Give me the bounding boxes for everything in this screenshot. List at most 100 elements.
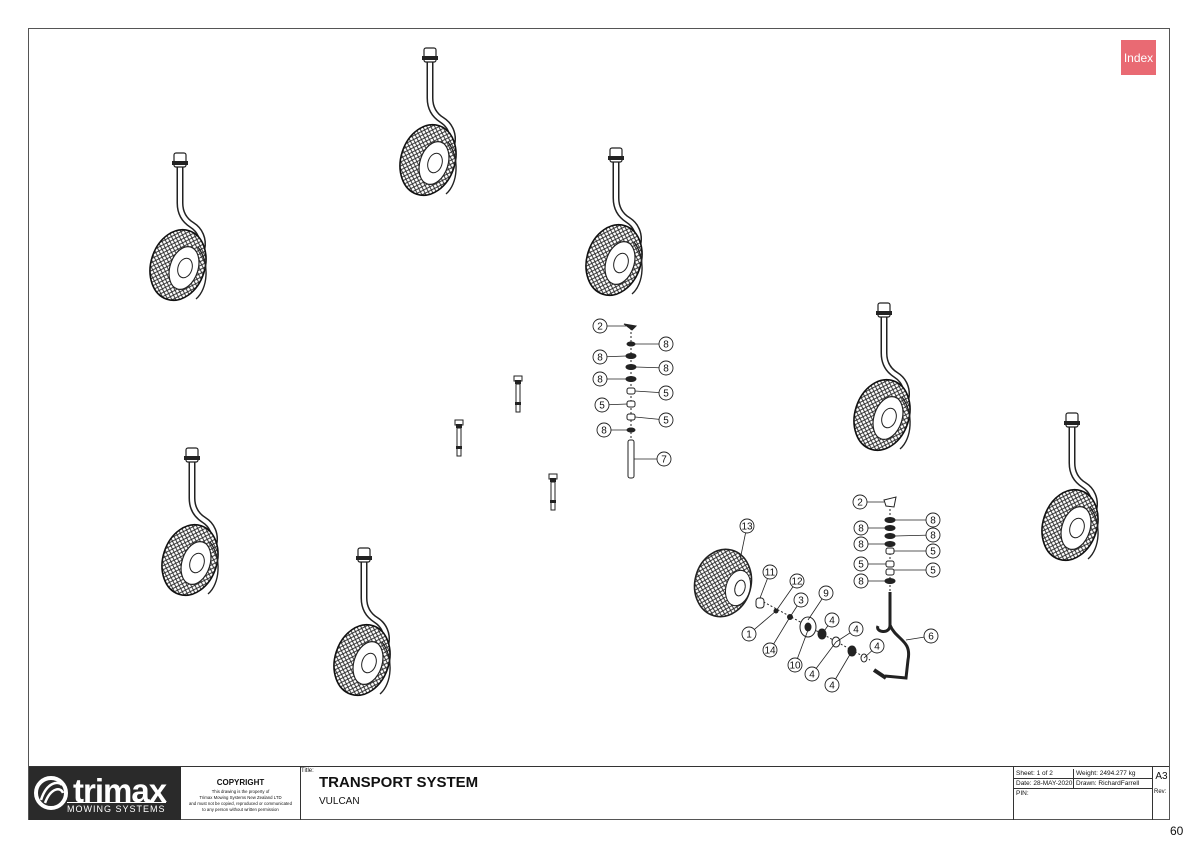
- balloon-circle: [658, 412, 674, 428]
- trimax-logo: trimax MOWING SYSTEMS: [29, 767, 181, 820]
- balloon-circle: [789, 573, 805, 589]
- balloon-circle: [925, 543, 941, 559]
- balloon-8: 8: [592, 349, 627, 365]
- balloon-label: 8: [858, 524, 864, 535]
- balloon-3: 3: [789, 592, 809, 618]
- caster-wheel-assembly: [325, 548, 399, 703]
- copyright-line: This drawing is the property of: [211, 789, 270, 794]
- balloon-10: 10: [787, 629, 809, 673]
- balloon-label: 5: [858, 560, 864, 571]
- balloon-label: 5: [663, 416, 669, 427]
- balloon-label: 5: [930, 547, 936, 558]
- balloon-label: 8: [858, 540, 864, 551]
- balloon-label: 1: [746, 630, 752, 641]
- balloon-label: 8: [597, 353, 603, 364]
- balloon-12: 12: [775, 573, 805, 612]
- info-row: Date: 28-MAY-2020 Drawn: RichardFarrell: [1014, 779, 1153, 789]
- balloon-label: 8: [663, 364, 669, 375]
- balloon-label: 7: [661, 455, 667, 466]
- logo-sub: MOWING SYSTEMS: [67, 802, 166, 814]
- balloon-1: 1: [741, 610, 777, 642]
- balloon-circle: [853, 556, 869, 572]
- copyright-heading: COPYRIGHT: [216, 778, 265, 787]
- balloon-4: 4: [824, 650, 853, 693]
- balloon-8: 8: [894, 527, 941, 543]
- balloon-circle: [596, 422, 612, 438]
- balloon-4: 4: [804, 641, 837, 682]
- balloon-circle: [793, 592, 809, 608]
- balloon-4: 4: [863, 638, 885, 659]
- balloon-9: 9: [807, 585, 834, 621]
- date-info: Date: 28-MAY-2020: [1016, 779, 1074, 789]
- balloon-5: 5: [634, 385, 674, 401]
- balloon-circle: [869, 638, 885, 654]
- balloon-14: 14: [762, 616, 791, 658]
- balloon-2: 2: [852, 494, 884, 510]
- exploded-stack-parts: [623, 323, 638, 480]
- balloon-8: 8: [853, 536, 885, 552]
- balloon-label: 10: [789, 661, 801, 672]
- title-label: Title:: [301, 768, 314, 774]
- revision-label: Rev:: [1154, 789, 1167, 795]
- balloon-label: 12: [791, 577, 803, 588]
- caster-wheel-assembly: [153, 448, 227, 603]
- balloon-label: 4: [809, 670, 815, 681]
- balloon-8: 8: [635, 360, 674, 376]
- king-pin-part: [454, 419, 464, 457]
- balloon-circle: [824, 612, 840, 628]
- balloon-label: 14: [764, 646, 776, 657]
- sheet-info: Sheet: 1 of 2: [1014, 769, 1074, 779]
- drawing-frame: [28, 28, 1170, 820]
- copyright-line: to any person without written permission: [202, 807, 279, 812]
- balloon-label: 13: [741, 522, 753, 533]
- info-row: PIN:: [1014, 789, 1153, 799]
- drawing-info: Sheet: 1 of 2 Weight: 2494.277 kg Date: …: [1013, 767, 1153, 820]
- balloon-circle: [592, 371, 608, 387]
- caster-wheel-assembly: [391, 48, 465, 203]
- balloon-8: 8: [853, 573, 885, 589]
- balloon-circle: [656, 451, 672, 467]
- balloon-5: 5: [594, 397, 628, 413]
- balloon-label: 9: [823, 589, 829, 600]
- balloon-label: 6: [928, 632, 934, 643]
- king-pin-part: [513, 375, 523, 413]
- balloon-8: 8: [596, 422, 627, 438]
- balloon-label: 5: [930, 566, 936, 577]
- balloon-8: 8: [853, 520, 885, 536]
- balloon-circle: [658, 336, 674, 352]
- weight-info: Weight: 2494.277 kg: [1076, 770, 1136, 777]
- balloon-circle: [925, 562, 941, 578]
- copyright-notice: COPYRIGHT This drawing is the property o…: [181, 767, 301, 820]
- balloon-label: 4: [829, 681, 835, 692]
- balloon-6: 6: [905, 628, 939, 644]
- balloon-circle: [592, 318, 608, 334]
- caster-wheel-assembly: [845, 303, 919, 458]
- balloon-5: 5: [894, 562, 941, 578]
- balloon-circle: [853, 573, 869, 589]
- balloon-label: 5: [663, 389, 669, 400]
- balloon-label: 5: [599, 401, 605, 412]
- caster-wheel-assembly: [141, 153, 215, 308]
- balloon-label: 8: [930, 531, 936, 542]
- balloon-8: 8: [633, 336, 674, 352]
- balloon-label: 8: [930, 516, 936, 527]
- caster-wheel-assembly: [1033, 413, 1107, 568]
- balloon-2: 2: [592, 318, 626, 334]
- title-cell: Title: TRANSPORT SYSTEM VULCAN: [300, 767, 1013, 820]
- balloon-label: 8: [597, 375, 603, 386]
- balloon-circle: [848, 621, 864, 637]
- balloon-4: 4: [821, 612, 840, 635]
- drawn-info: Drawn: RichardFarrell: [1076, 780, 1140, 787]
- info-row: Sheet: 1 of 2 Weight: 2494.277 kg: [1014, 769, 1153, 779]
- balloon-circle: [594, 397, 610, 413]
- pin-info: PIN:: [1016, 790, 1029, 797]
- balloon-8: 8: [895, 512, 941, 528]
- index-button[interactable]: Index: [1121, 40, 1156, 75]
- sheet-size: A3 Rev:: [1152, 767, 1170, 820]
- balloon-circle: [787, 657, 803, 673]
- balloon-4: 4: [835, 621, 864, 643]
- balloon-7: 7: [634, 451, 672, 467]
- balloon-circle: [818, 585, 834, 601]
- balloon-5: 5: [894, 543, 941, 559]
